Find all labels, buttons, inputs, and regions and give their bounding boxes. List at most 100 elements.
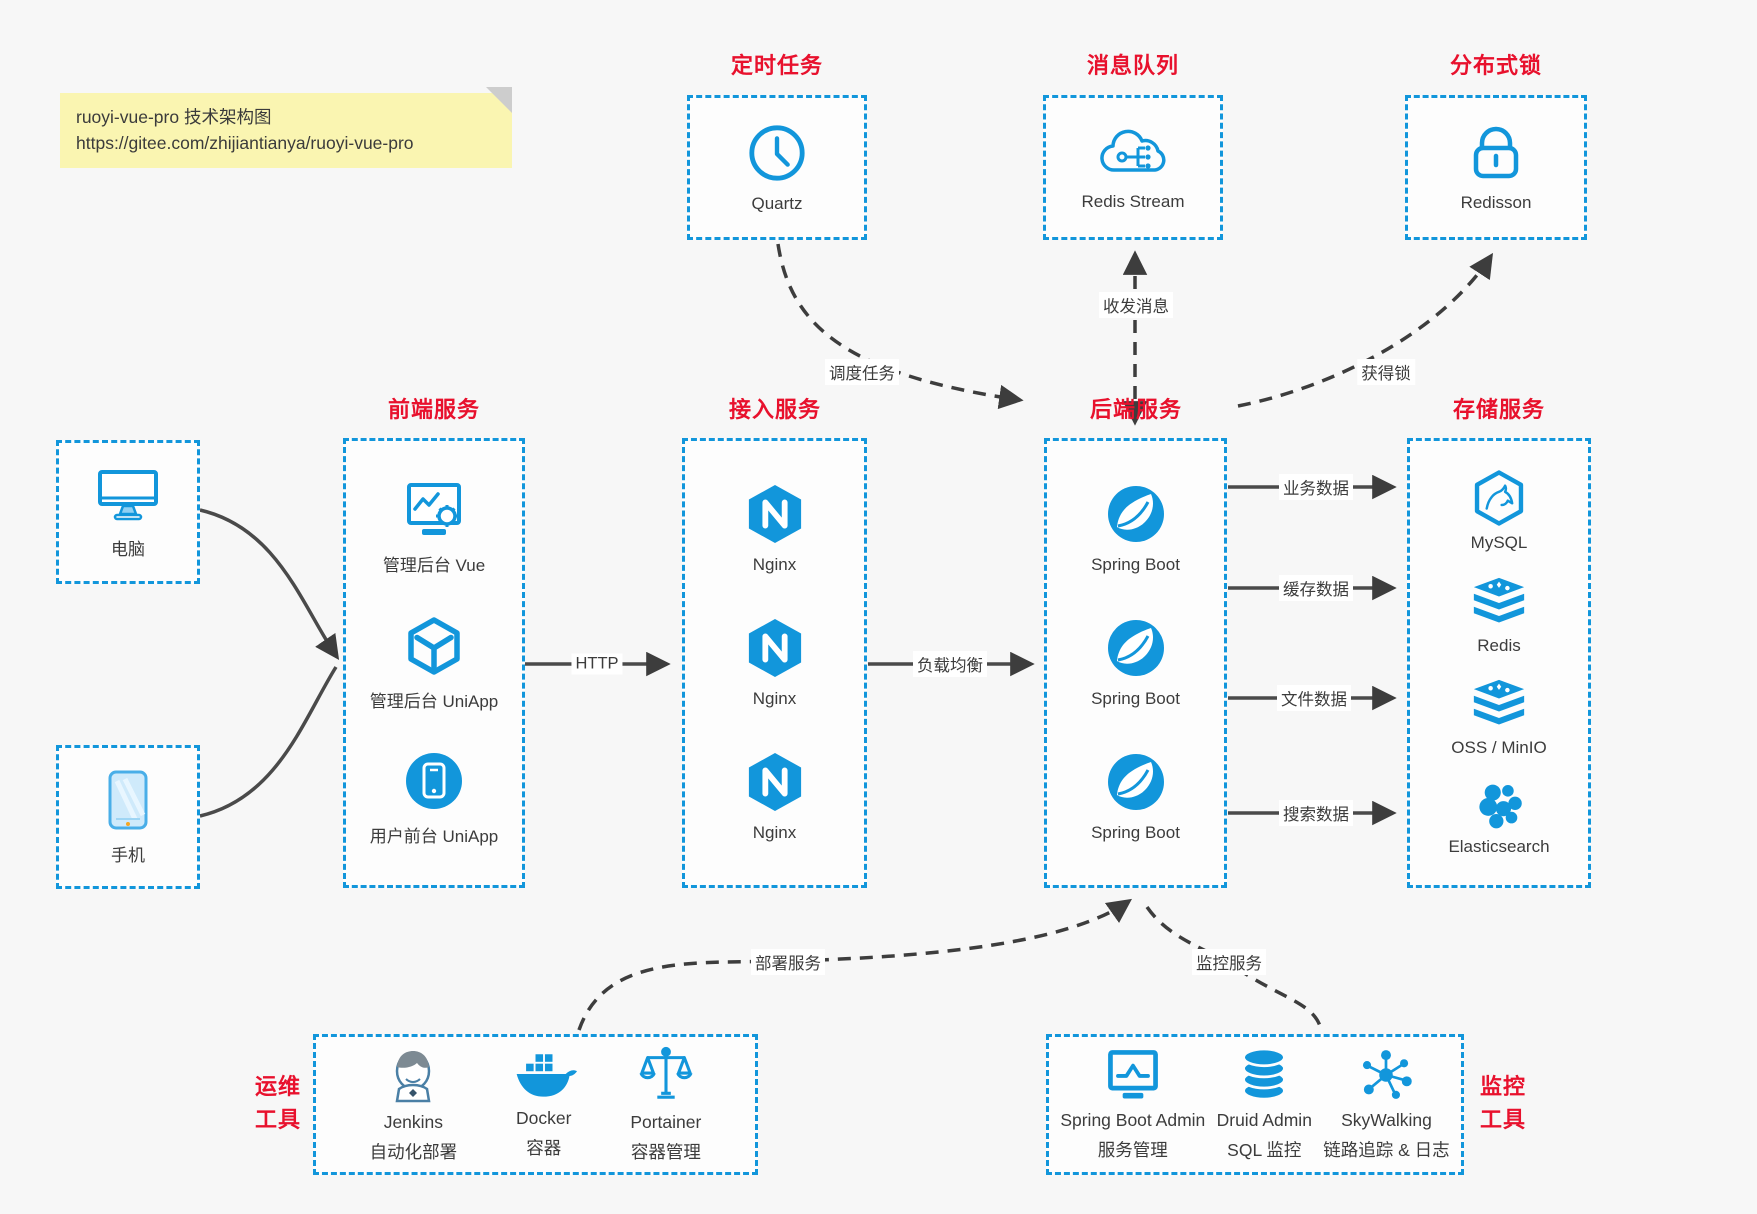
- title-frontend-services: 前端服务: [387, 397, 480, 422]
- sticky-note: ruoyi-vue-pro 技术架构图 https://gitee.com/zh…: [60, 87, 512, 168]
- docker-icon: [511, 1049, 577, 1101]
- wire-schedule: [776, 243, 1024, 410]
- edge-label-http: HTTP: [571, 653, 623, 675]
- gateway-item-3: Nginx: [746, 751, 804, 843]
- redisson-label: Redisson: [1460, 192, 1532, 212]
- ops-jenkins-desc: 自动化部署: [369, 1141, 458, 1162]
- redis-stream-box: Redis Stream: [1043, 95, 1223, 240]
- spring-icon: [1105, 483, 1167, 545]
- storage-services-box: MySQL Redis: [1407, 438, 1591, 888]
- phone-icon: [105, 769, 151, 831]
- ops-tools-box: Jenkins 自动化部署 Docker 容器: [313, 1034, 758, 1175]
- quartz-label: Quartz: [751, 193, 803, 213]
- edge-label-load-balance: 负载均衡: [913, 651, 987, 677]
- admin-vue-icon: [401, 479, 467, 541]
- gateway-item-2: Nginx: [746, 617, 804, 709]
- ops-docker-name: Docker: [516, 1107, 572, 1128]
- backend-item-1: Spring Boot: [1091, 483, 1180, 575]
- edge-label-deploy: 部署服务: [751, 949, 825, 975]
- desktop-icon: [93, 465, 163, 525]
- clock-icon: [746, 122, 808, 184]
- gateway-services-box: Nginx Nginx Nginx: [682, 438, 867, 888]
- monitor-sba-desc: 服务管理: [1097, 1139, 1168, 1160]
- title-backend-services: 后端服务: [1089, 397, 1182, 422]
- redis-stream-label: Redis Stream: [1081, 191, 1185, 211]
- frontend-item-uniapp-user: 用户前台 UniApp: [370, 750, 498, 847]
- oss-icon: [1470, 678, 1528, 732]
- edge-label-business-data: 业务数据: [1279, 474, 1353, 500]
- ops-item-jenkins: Jenkins 自动化部署: [369, 1045, 458, 1165]
- mobile-client-box: 手机: [56, 745, 200, 889]
- pc-client-box: 电脑: [56, 440, 200, 584]
- frontend-uniapp-user-label: 用户前台 UniApp: [369, 826, 499, 846]
- wire-deploy: [577, 898, 1133, 1031]
- backend-services-box: Spring Boot Spring Boot Spring Boot: [1044, 438, 1227, 888]
- edge-label-file-data: 文件数据: [1277, 685, 1351, 711]
- quartz-item: Quartz: [746, 122, 808, 214]
- user-app-icon: [403, 750, 465, 812]
- ops-docker-desc: 容器: [526, 1137, 562, 1158]
- storage-item-elasticsearch: Elasticsearch: [1448, 781, 1550, 857]
- ops-jenkins-name: Jenkins: [383, 1111, 444, 1132]
- title-gateway-services: 接入服务: [728, 397, 821, 422]
- edge-label-cache-data: 缓存数据: [1279, 575, 1353, 601]
- redis-icon: [1470, 576, 1528, 630]
- note-title: ruoyi-vue-pro 技术架构图: [76, 107, 272, 127]
- gateway-nginx-label: Nginx: [752, 823, 797, 842]
- title-message-queue: 消息队列: [1086, 53, 1179, 78]
- admin-monitor-icon: [1102, 1047, 1164, 1103]
- uniapp-cube-icon: [403, 615, 465, 677]
- cloud-stream-icon: [1096, 124, 1170, 182]
- pc-client-item: 电脑: [93, 465, 163, 560]
- title-storage-services: 存储服务: [1452, 397, 1545, 422]
- backend-spring-label: Spring Boot: [1091, 689, 1180, 708]
- storage-item-mysql: MySQL: [1470, 469, 1528, 553]
- title-scheduled-tasks: 定时任务: [730, 53, 823, 78]
- lock-icon: [1468, 123, 1524, 183]
- ops-item-portainer: Portainer 容器管理: [630, 1045, 701, 1165]
- wire-mobile-to-frontend: [199, 666, 338, 818]
- monitor-druid-name: Druid Admin: [1216, 1109, 1312, 1130]
- elasticsearch-icon: [1470, 781, 1528, 831]
- monitor-item-skywalking: SkyWalking 链路追踪 & 日志: [1323, 1047, 1450, 1163]
- frontend-uniapp-admin-label: 管理后台 UniApp: [369, 691, 499, 711]
- gateway-nginx-label: Nginx: [752, 689, 797, 708]
- title-monitor-tools: 监控 工具: [1468, 1070, 1538, 1136]
- monitor-item-sba: Spring Boot Admin 服务管理: [1060, 1047, 1205, 1163]
- storage-item-redis: Redis: [1470, 576, 1528, 656]
- storage-oss-label: OSS / MinIO: [1451, 738, 1547, 758]
- pc-client-label: 电脑: [111, 539, 145, 559]
- title-ops-line2: 工具: [254, 1107, 301, 1132]
- portainer-icon: [638, 1045, 694, 1105]
- redisson-box: Redisson: [1405, 95, 1587, 240]
- ops-portainer-name: Portainer: [630, 1111, 702, 1132]
- redis-stream-item: Redis Stream: [1081, 124, 1185, 212]
- mobile-client-item: 手机: [105, 769, 151, 866]
- nginx-icon: [746, 617, 804, 679]
- backend-spring-label: Spring Boot: [1091, 555, 1180, 574]
- monitor-druid-desc: SQL 监控: [1227, 1139, 1302, 1160]
- ops-portainer-desc: 容器管理: [630, 1141, 701, 1162]
- frontend-item-uniapp-admin: 管理后台 UniApp: [370, 615, 498, 712]
- note-url: https://gitee.com/zhijiantianya/ruoyi-vu…: [76, 133, 414, 153]
- quartz-box: Quartz: [687, 95, 867, 240]
- backend-spring-label: Spring Boot: [1091, 823, 1180, 842]
- monitoring-tools-box: Spring Boot Admin 服务管理 Druid Admin SQL 监…: [1046, 1034, 1464, 1175]
- monitor-skywalking-name: SkyWalking: [1341, 1109, 1432, 1130]
- nginx-icon: [746, 751, 804, 813]
- edge-label-monitor: 监控服务: [1192, 949, 1266, 975]
- monitor-item-druid: Druid Admin SQL 监控: [1217, 1047, 1312, 1163]
- storage-item-oss: OSS / MinIO: [1451, 678, 1547, 758]
- title-distributed-lock: 分布式锁: [1449, 53, 1542, 78]
- nginx-icon: [746, 483, 804, 545]
- backend-item-2: Spring Boot: [1091, 617, 1180, 709]
- jenkins-icon: [384, 1045, 442, 1105]
- note-fold-corner: [486, 87, 512, 113]
- mysql-icon: [1471, 469, 1527, 527]
- storage-mysql-label: MySQL: [1470, 533, 1528, 553]
- spring-icon: [1105, 617, 1167, 679]
- gateway-nginx-label: Nginx: [752, 555, 797, 574]
- redisson-item: Redisson: [1460, 123, 1532, 213]
- wire-pc-to-frontend: [199, 508, 340, 661]
